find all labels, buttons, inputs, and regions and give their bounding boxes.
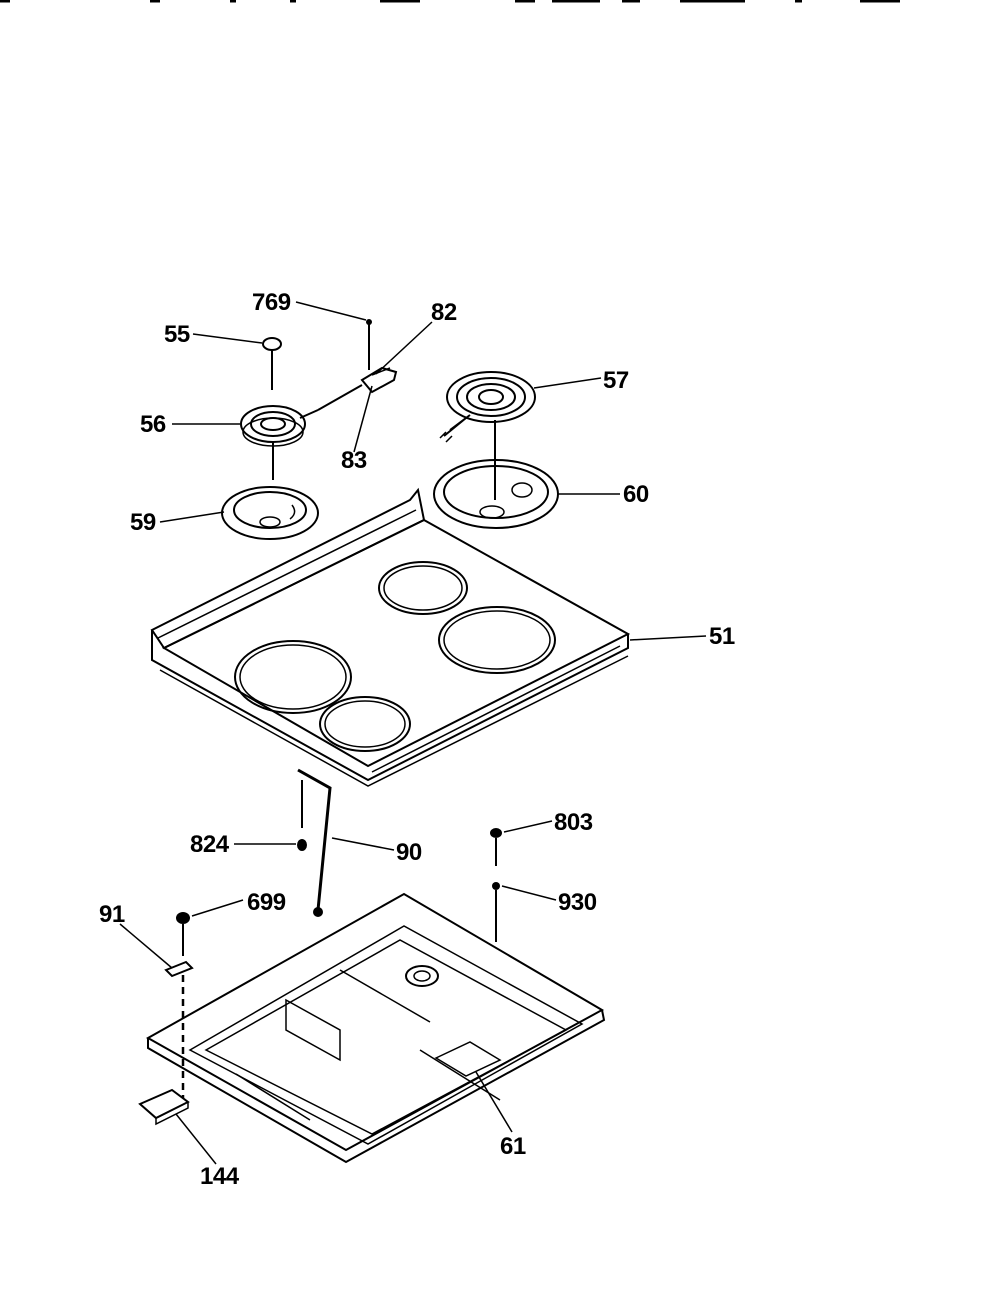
- label-90: 90: [396, 839, 422, 866]
- leader-lines: [119, 301, 707, 1165]
- label-83: 83: [341, 447, 367, 474]
- terminal-block-82: [317, 319, 398, 411]
- maintop-support-rod-90: [297, 768, 332, 917]
- small-drip-pan-59: [221, 486, 319, 540]
- small-surface-element-56: [240, 405, 319, 480]
- label-803: 803: [554, 809, 593, 836]
- label-699: 699: [247, 889, 286, 916]
- label-57: 57: [603, 367, 629, 394]
- label-59: 59: [130, 509, 156, 536]
- label-930: 930: [558, 889, 597, 916]
- label-144: 144: [200, 1163, 240, 1190]
- label-60: 60: [623, 481, 649, 508]
- label-91: 91: [99, 901, 125, 928]
- part-labels: 769 82 55 57 56 83 59 60 51 824 90 803 9…: [99, 289, 735, 1190]
- maintop-51: [150, 487, 631, 787]
- label-769: 769: [252, 289, 291, 316]
- label-824: 824: [190, 831, 230, 858]
- burner-knob-55: [262, 337, 282, 390]
- bracket-144: [138, 1088, 190, 1126]
- label-51: 51: [709, 623, 735, 650]
- screw-699: [164, 912, 194, 1100]
- label-56: 56: [140, 411, 166, 438]
- label-61: 61: [500, 1133, 526, 1160]
- large-surface-element-57: [439, 371, 536, 500]
- cooktop-pan-61: [145, 892, 606, 1164]
- label-55: 55: [164, 321, 190, 348]
- label-82: 82: [431, 299, 457, 326]
- screw-803: [490, 828, 502, 942]
